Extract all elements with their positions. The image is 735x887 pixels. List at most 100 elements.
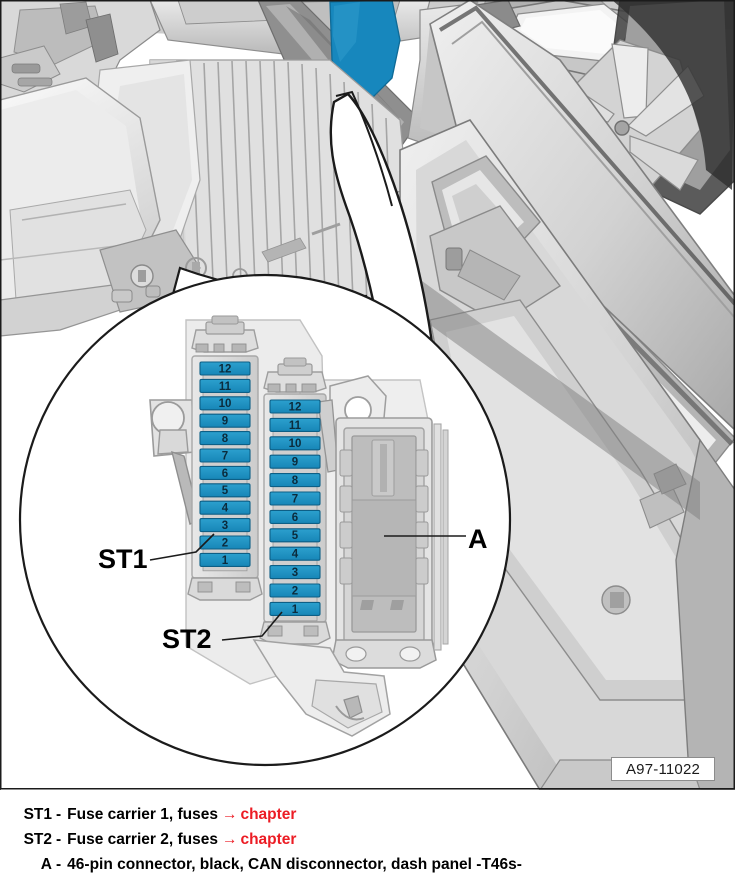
fuse-contact-strip <box>202 391 248 398</box>
legend-reference-st1[interactable]: chapter <box>240 806 297 823</box>
fuse-contact-strip <box>272 559 318 567</box>
fuse-slot[interactable] <box>269 528 321 543</box>
fuse-number-label: 7 <box>222 450 228 462</box>
fuse-slot[interactable] <box>269 473 321 488</box>
fuse-contact-strip <box>272 615 318 622</box>
fuse-contact-strip <box>272 504 318 511</box>
fuse-number-label: 4 <box>292 549 299 561</box>
fuse-number-label: 12 <box>289 401 302 413</box>
fuse-number-label: 1 <box>292 604 299 616</box>
connector-a-housing <box>317 375 449 669</box>
fuse-contact-strip <box>272 467 318 475</box>
detail-circle-outline <box>18 273 512 767</box>
legend-dash-st1: - <box>56 806 62 823</box>
fuse-number-label: 5 <box>292 530 299 542</box>
floor-markings <box>185 222 341 284</box>
fuse-number-label: 2 <box>222 537 228 549</box>
fuse-contact-strip <box>272 596 318 603</box>
legend-row-st2: ST2 - Fuse carrier 2, fuses → chapter <box>0 831 735 856</box>
legend-row-a: A - 46-pin connector, black, CAN disconn… <box>0 856 735 881</box>
fuse-contact-strip <box>202 426 248 433</box>
window-switch-icon <box>445 247 463 271</box>
fuse-slot[interactable] <box>269 583 321 598</box>
fuse-number-label: 7 <box>292 493 298 505</box>
fuse-slot[interactable] <box>199 500 251 515</box>
scene-background <box>0 0 735 790</box>
leader-line-st1 <box>149 533 215 561</box>
fuse-slot[interactable] <box>199 465 251 480</box>
fuse-number-label: 2 <box>292 585 298 597</box>
fuse-contact-strip <box>272 449 318 456</box>
legend-key-st2: ST2 <box>23 831 52 848</box>
fuse-contact-strip <box>202 461 248 467</box>
fuse-slot[interactable] <box>269 436 321 451</box>
seat-switch-icon <box>111 289 133 303</box>
fuse-slot[interactable] <box>269 601 321 616</box>
callout-label-st2: ST2 <box>162 624 212 654</box>
legend-arrow-st1: → <box>221 806 238 823</box>
fuse-slot[interactable] <box>199 361 251 376</box>
fuse-contact-strip <box>202 548 248 554</box>
fuse-slot[interactable] <box>199 535 251 550</box>
fuse-number-label: 6 <box>292 512 298 524</box>
fuse-contact-strip <box>272 578 318 585</box>
figure-legend: ST1 - Fuse carrier 1, fuses → chapter ST… <box>0 806 735 881</box>
fuse-number-label: 9 <box>222 416 228 428</box>
fuse-slot[interactable] <box>199 552 251 567</box>
fuse-contact-strip <box>272 412 318 419</box>
fuse-contact-strip <box>202 513 248 520</box>
legend-dash-a: - <box>56 856 62 873</box>
fuse-number-label: 11 <box>219 381 232 393</box>
fuse-contact-strip <box>272 541 318 548</box>
fuse-contact-strip <box>202 478 248 485</box>
fuse-number-label: 6 <box>222 468 228 480</box>
illustration-border <box>0 0 735 790</box>
image-id-plate: A97-11022 <box>611 757 715 781</box>
fuse-slot[interactable] <box>199 518 251 533</box>
legend-dash-st2: - <box>56 831 62 848</box>
legend-arrow-st2: → <box>221 831 238 848</box>
fuse-contact-strip <box>272 523 318 530</box>
legend-reference-st2[interactable]: chapter <box>240 831 297 848</box>
fuse-contact-strip <box>272 486 318 493</box>
fuse-slot[interactable] <box>269 399 321 414</box>
fuse-slot[interactable] <box>269 417 321 432</box>
fuse-number-label: 3 <box>292 567 298 579</box>
fuse-number-label: 10 <box>289 438 302 450</box>
fuse-number-label: 3 <box>222 520 228 532</box>
fuse-number-label: 8 <box>222 433 229 445</box>
fuse-number-label: 8 <box>292 475 299 487</box>
fuse-number-label: 5 <box>222 485 229 497</box>
leader-line-st2 <box>221 611 283 641</box>
fuse-slot[interactable] <box>199 396 251 411</box>
fuse-slot[interactable] <box>199 431 251 446</box>
fuse-contact-strip <box>202 531 248 537</box>
fuse-number-label: 10 <box>219 398 232 410</box>
fuse-contact-strip <box>272 430 318 438</box>
fuse-slot[interactable] <box>199 483 251 498</box>
fuse-slot[interactable] <box>199 448 251 463</box>
fuse-slot[interactable] <box>269 565 321 580</box>
fuse-number-label: 4 <box>222 503 229 515</box>
fuse-contact-strip <box>202 374 248 380</box>
fuse-slot[interactable] <box>269 454 321 469</box>
fuse-slot[interactable] <box>199 413 251 428</box>
legend-key-st1: ST1 <box>23 806 52 823</box>
fuse-contact-strip <box>202 409 248 415</box>
fuse-slot[interactable] <box>199 378 251 393</box>
retainer-clip <box>149 399 201 525</box>
legend-text-st2: Fuse carrier 2, fuses <box>67 831 218 848</box>
fuse-slot[interactable] <box>269 509 321 524</box>
fuse-slot[interactable] <box>269 546 321 561</box>
fuse-contact-strip <box>202 496 248 502</box>
fuse-contact-strip <box>202 444 248 450</box>
fuse-number-label: 1 <box>222 555 229 567</box>
fuse-slot[interactable] <box>269 491 321 506</box>
fuse-number-label: 12 <box>219 363 232 375</box>
legend-row-st1: ST1 - Fuse carrier 1, fuses → chapter <box>0 806 735 831</box>
legend-key-a: A <box>40 856 52 873</box>
